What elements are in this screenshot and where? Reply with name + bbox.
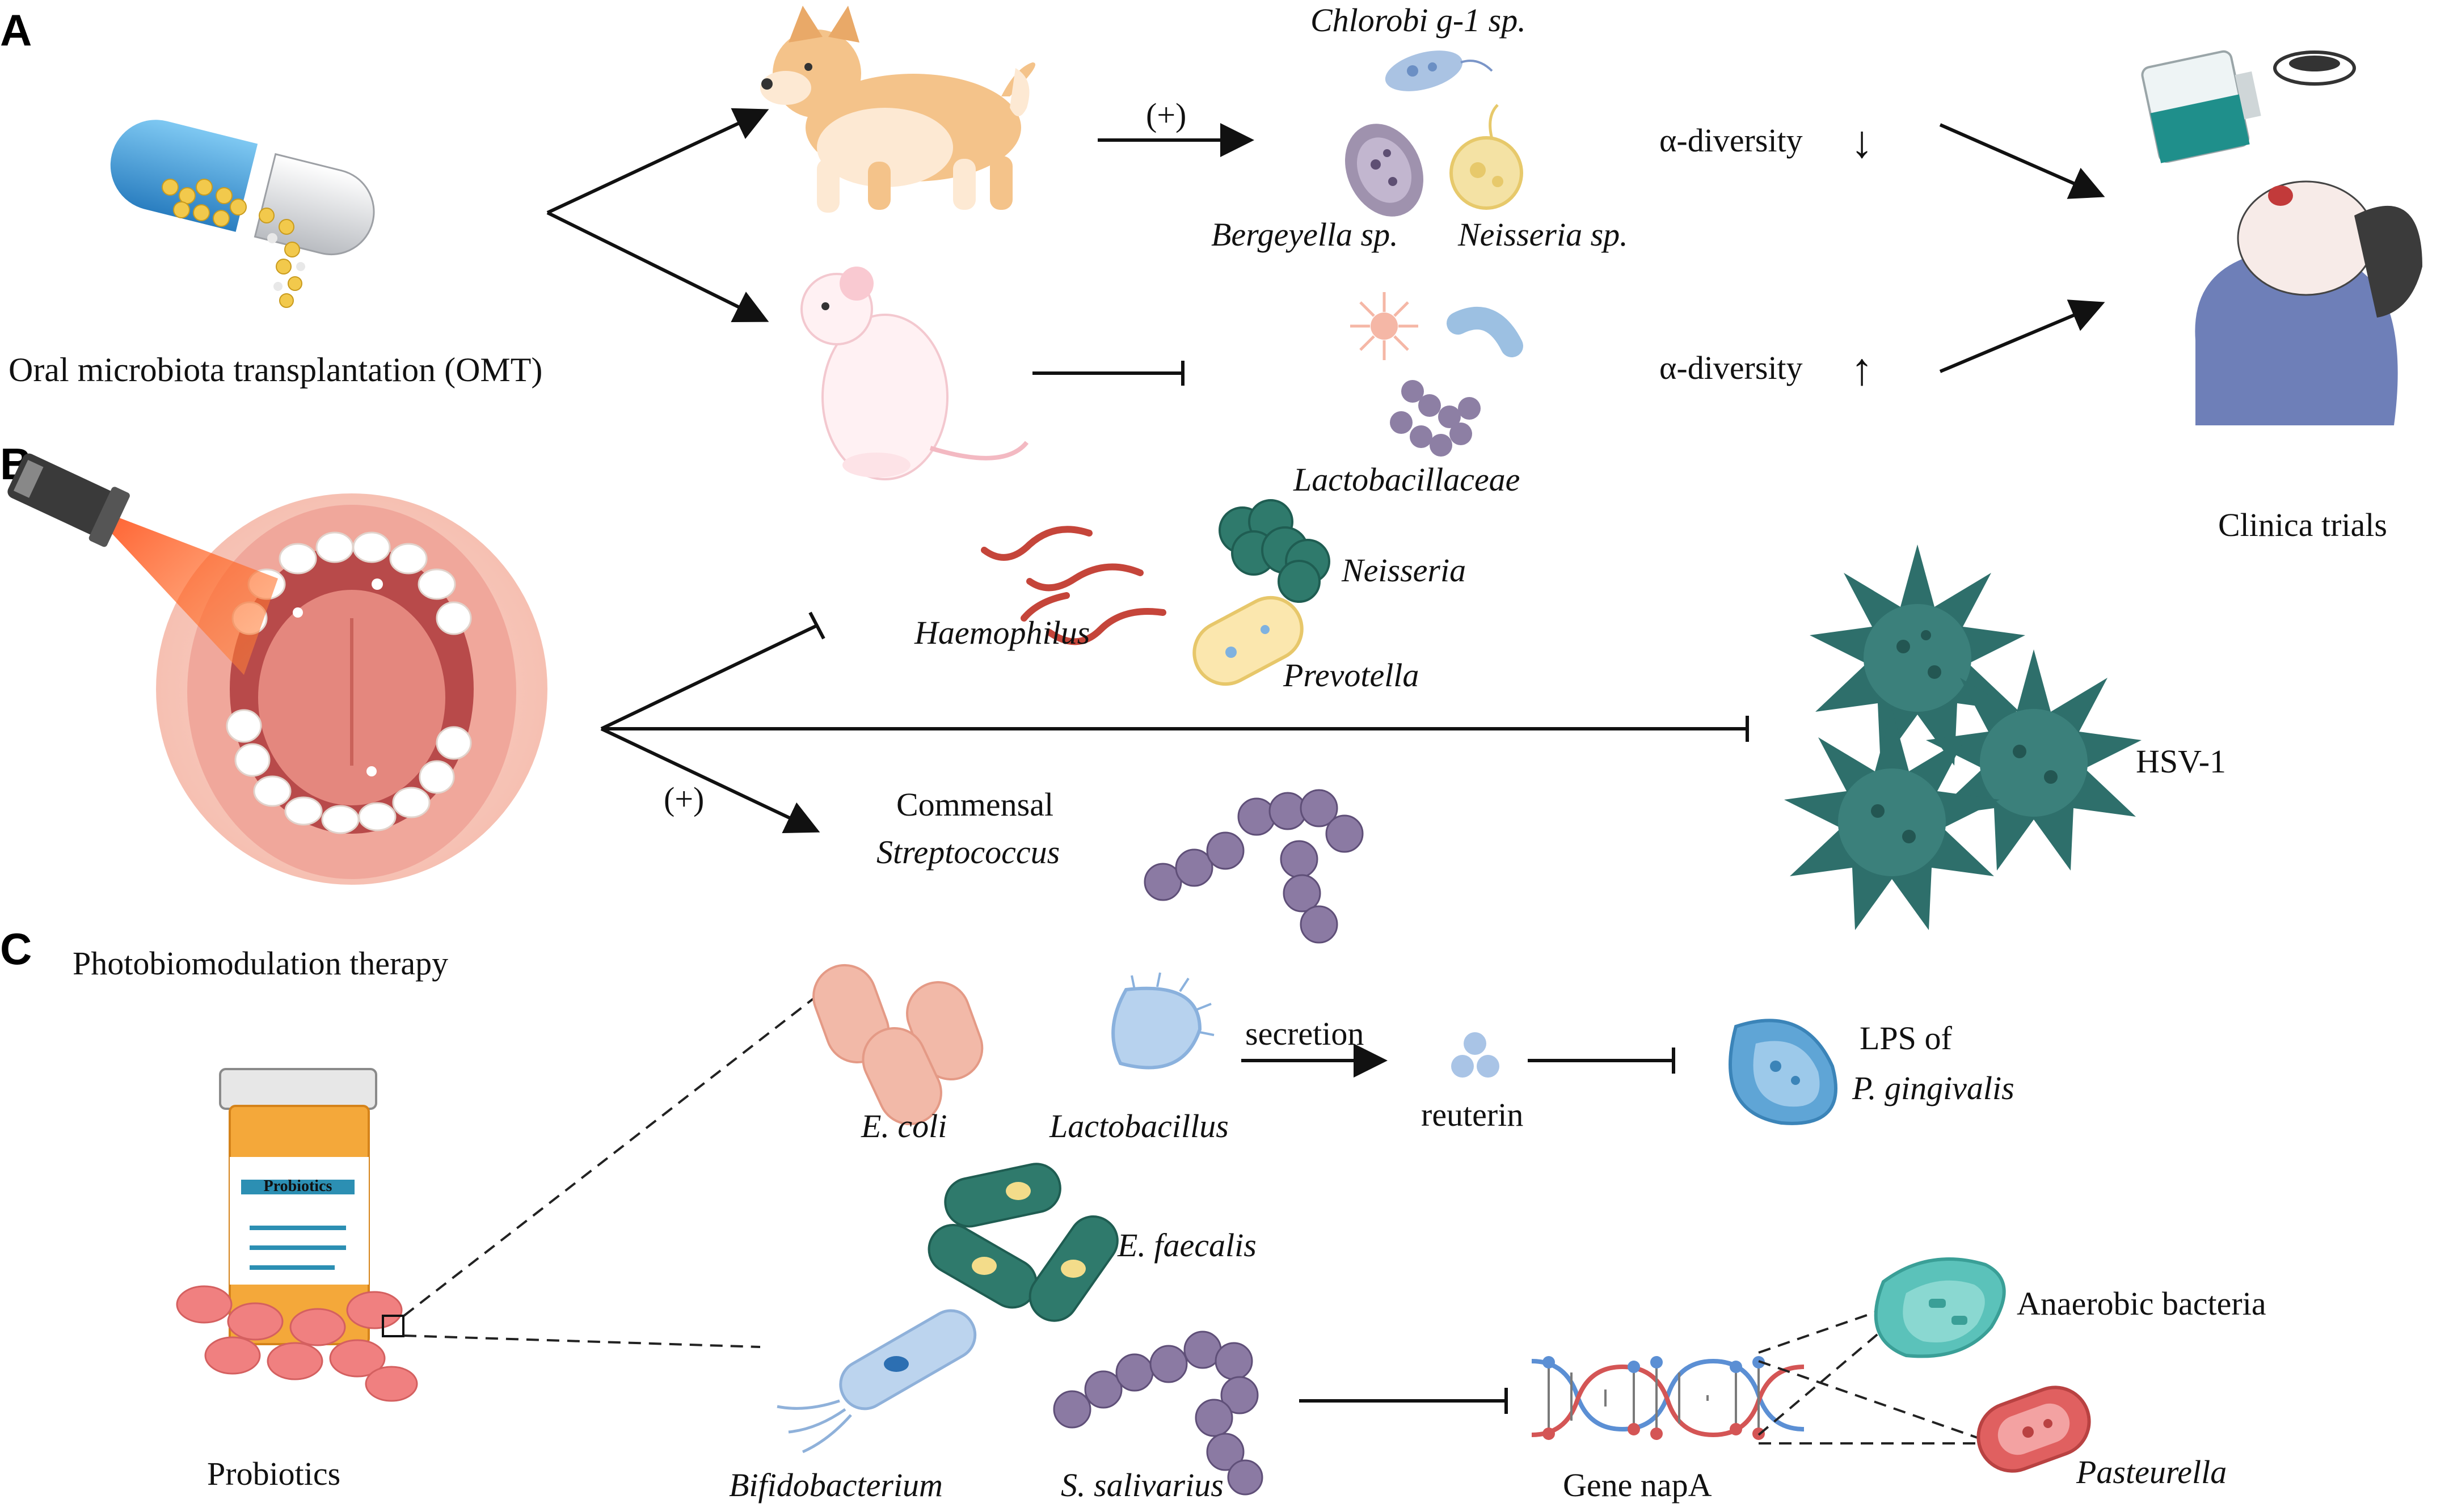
s-salivarius-chain-icon (1053, 1331, 1263, 1496)
mouth-illustration (156, 493, 547, 885)
bergeyella-label: Bergeyella sp. (1211, 216, 1398, 253)
bergeyella-bacterium-icon (1345, 124, 1423, 217)
streptococcus-label: Streptococcus (876, 834, 1060, 871)
medicine-bottle-icon (2141, 50, 2356, 163)
omt-label: Oral microbiota transplantation (OMT) (9, 351, 542, 388)
zoom-line-upper (403, 977, 841, 1317)
pasteurella-bacterium-icon (1976, 1386, 2091, 1473)
bottle-label-text: Probiotics (264, 1177, 332, 1195)
chlorobi-label: Chlorobi g-1 sp. (1310, 2, 1526, 39)
anaerobic-bacterium-icon (1874, 1257, 2006, 1358)
hsv-label: HSV-1 (2136, 743, 2226, 780)
reuterin-molecule-icon (1451, 1032, 1499, 1078)
patient-icon (2195, 180, 2422, 425)
probiotics-bottle-icon: Probiotics (176, 1068, 418, 1402)
arrow-to-trials-1 (1939, 123, 2105, 199)
neisseria-sp-bacterium-icon (1449, 104, 1523, 210)
commensal-label: Commensal (896, 786, 1053, 823)
s-salivarius-label: S. salivarius (1061, 1467, 1224, 1503)
e-faecalis-bacteria-icon (928, 1163, 1119, 1322)
up-arrow-icon: ↑ (1851, 345, 1873, 395)
prevotella-label: Prevotella (1283, 657, 1419, 694)
rat-icon (800, 267, 1029, 480)
pasteurella-label: Pasteurella (2076, 1454, 2227, 1490)
bifidobacterium-icon (777, 1309, 977, 1454)
streptococcus-chain-icon (1144, 789, 1364, 944)
haemophilus-label: Haemophilus (914, 614, 1090, 651)
neisseria-sp-label: Neisseria sp. (1457, 216, 1628, 253)
secretion-label: secretion (1245, 1015, 1364, 1052)
lactobacillus-bacterium-icon (1111, 972, 1215, 1070)
lactobacillaceae-label: Lactobacillaceae (1293, 461, 1520, 498)
arrow-to-rat (546, 211, 769, 323)
panel-label-a: A (0, 5, 32, 55)
alpha-diversity-label-1: α-diversity (1659, 122, 1803, 159)
p-gingivalis-label: P. gingivalis (1852, 1070, 2014, 1106)
ecoli-label: E. coli (861, 1108, 947, 1144)
inhibit-bar-b1 (808, 611, 825, 640)
prevotella-bacterium-icon (1192, 595, 1304, 686)
zoom-line-lower (403, 1334, 761, 1348)
arrow-to-dog (546, 108, 769, 214)
inhibit-to-pathogens (600, 624, 818, 730)
e-faecalis-label: E. faecalis (1117, 1227, 1257, 1264)
gene-napa-label: Gene napA (1563, 1467, 1712, 1503)
dna-helix-icon (1531, 1356, 1805, 1440)
p-gingivalis-bacterium-icon (1729, 1019, 1837, 1125)
ecoli-bacteria-icon (812, 964, 984, 1125)
dog-icon (760, 6, 1035, 213)
lactobacillaceae-bacteria-icon (1350, 292, 1523, 457)
arrow-to-trials-2 (1939, 299, 2105, 373)
laser-device-icon (7, 453, 278, 675)
hsv-virus-icon (1784, 544, 2142, 930)
alpha-diversity-label-2: α-diversity (1659, 349, 1803, 386)
bifidobacterium-label: Bifidobacterium (729, 1467, 943, 1503)
anaerobic-label: Anaerobic bacteria (2017, 1285, 2266, 1322)
down-arrow-icon: ↓ (1851, 117, 1873, 167)
capsule-icon (110, 120, 375, 308)
chlorobi-bacterium-icon (1385, 50, 1493, 91)
plus-label-b: (+) (664, 780, 704, 817)
photobiomodulation-label: Photobiomodulation therapy (73, 945, 448, 982)
dna-link-2 (1757, 1309, 1907, 1436)
lps-of-label: LPS of (1860, 1020, 1952, 1057)
panel-label-c: C (0, 924, 32, 974)
arrow-to-streptococcus (600, 727, 820, 833)
haemophilus-bacteria-icon (981, 526, 1166, 645)
clinical-trials-label: Clinica trials (2218, 506, 2387, 543)
neisseria-cluster-icon (1219, 499, 1330, 603)
plus-label-a: (+) (1146, 96, 1186, 133)
reuterin-label: reuterin (1421, 1096, 1523, 1133)
neisseria-label: Neisseria (1341, 552, 1466, 589)
probiotics-label: Probiotics (207, 1455, 340, 1492)
lactobacillus-label: Lactobacillus (1049, 1108, 1229, 1144)
